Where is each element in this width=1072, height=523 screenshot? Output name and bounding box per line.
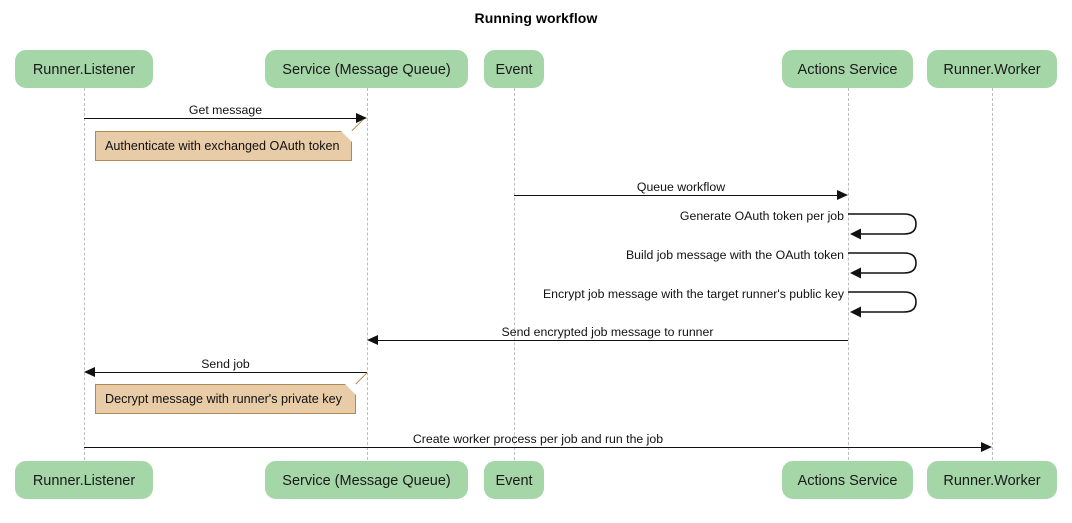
participant-label: Actions Service — [797, 473, 898, 489]
participant-service-message-queue-top[interactable]: Service (Message Queue) — [265, 50, 468, 88]
participant-actions-service-bottom[interactable]: Actions Service — [782, 461, 913, 499]
participant-actions-service-top[interactable]: Actions Service — [782, 50, 913, 88]
participant-label: Event — [495, 62, 533, 78]
participant-runner-listener-top[interactable]: Runner.Listener — [15, 50, 153, 88]
message-label-get-message: Get message — [188, 103, 263, 117]
note-fold-edge — [355, 372, 367, 384]
message-line-queue-workflow — [514, 195, 837, 196]
arrowhead-right-queue-workflow — [837, 190, 848, 200]
participant-service-message-queue-bottom[interactable]: Service (Message Queue) — [265, 461, 468, 499]
message-label-send-encrypted-job-message: Send encrypted job message to runner — [501, 325, 714, 339]
lifeline-service-message-queue — [367, 88, 368, 460]
note-fold-icon — [345, 384, 356, 395]
participant-label: Runner.Listener — [32, 473, 136, 489]
participant-event-bottom[interactable]: Event — [484, 461, 544, 499]
lifeline-actions-service — [848, 88, 849, 460]
participant-label: Service (Message Queue) — [282, 62, 451, 78]
page-title: Running workflow — [474, 10, 598, 26]
message-label-encrypt-job-message: Encrypt job message with the target runn… — [542, 287, 844, 301]
participant-label: Service (Message Queue) — [282, 473, 451, 489]
message-line-send-job — [95, 372, 367, 373]
message-label-build-job-message: Build job message with the OAuth token — [625, 248, 844, 262]
participant-runner-worker-bottom[interactable]: Runner.Worker — [927, 461, 1057, 499]
participant-event-top[interactable]: Event — [484, 50, 544, 88]
note-fold-icon — [341, 131, 352, 142]
selfloop-generate-oauth-token — [848, 208, 924, 242]
participant-label: Runner.Worker — [943, 62, 1041, 78]
lifeline-event — [514, 88, 515, 460]
participant-label: Runner.Listener — [32, 62, 136, 78]
selfloop-encrypt-job-message — [848, 286, 924, 320]
note-label: Authenticate with exchanged OAuth token — [105, 139, 340, 153]
participant-label: Actions Service — [797, 62, 898, 78]
participant-runner-worker-top[interactable]: Runner.Worker — [927, 50, 1057, 88]
arrowhead-left-send-job — [84, 367, 95, 377]
message-label-send-job: Send job — [201, 357, 250, 371]
message-line-create-worker-process — [84, 447, 981, 448]
lifeline-runner-listener — [84, 88, 85, 460]
arrowhead-right-create-worker-process — [981, 442, 992, 452]
message-label-generate-oauth-token: Generate OAuth token per job — [679, 209, 844, 223]
lifeline-runner-worker — [992, 88, 993, 460]
arrowhead-right-get-message — [356, 113, 367, 123]
note-authenticate: Authenticate with exchanged OAuth token — [95, 119, 363, 161]
note-label: Decrypt message with runner's private ke… — [105, 392, 342, 406]
message-label-create-worker-process: Create worker process per job and run th… — [412, 432, 664, 446]
message-label-queue-workflow: Queue workflow — [636, 180, 726, 194]
arrowhead-left-send-encrypted-job-message — [367, 335, 378, 345]
selfloop-build-job-message — [848, 247, 924, 281]
message-line-get-message — [84, 118, 356, 119]
participant-runner-listener-bottom[interactable]: Runner.Listener — [15, 461, 153, 499]
note-decrypt: Decrypt message with runner's private ke… — [95, 372, 367, 414]
message-line-send-encrypted-job-message — [378, 340, 848, 341]
participant-label: Runner.Worker — [943, 473, 1041, 489]
participant-label: Event — [495, 473, 533, 489]
